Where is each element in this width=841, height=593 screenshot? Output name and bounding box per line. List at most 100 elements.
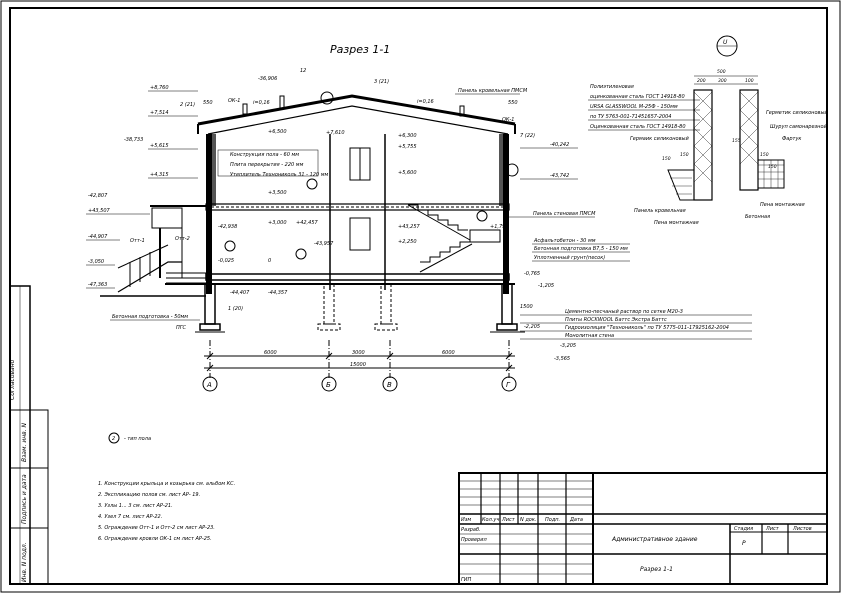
grid-axes: 6000 3000 6000 15000 А Б В Г: [202, 340, 517, 392]
dim-3000: 3000: [352, 350, 365, 356]
building-section: [165, 134, 515, 294]
mark-550-left: 550: [203, 100, 213, 106]
staircase: [407, 204, 501, 273]
level-mark: -2,205: [524, 324, 540, 330]
foundation-spec: Цементно-песчаный раствор по сетке М20-3…: [520, 309, 752, 340]
level-mark: -3,050: [88, 259, 104, 265]
spec-line: Монолитная стена: [565, 333, 614, 339]
spec-line: Плита перекрытия - 220 мм: [230, 162, 304, 168]
drawing-title: Разрез 1-1: [330, 43, 390, 56]
interior-level-marks: -36,906 +6,500 +7,610 +6,300 +5,755 +5,6…: [218, 76, 576, 362]
tb-header-ndok: N док.: [520, 517, 536, 523]
detail-dim: 150: [680, 152, 689, 158]
detail-dim: 150: [760, 152, 769, 158]
tb-sheets-header: Листов: [792, 526, 812, 532]
detail-label: Панель кровельная: [634, 208, 686, 214]
level-mark: -1,205: [538, 283, 554, 289]
tb-header-podp: Подп.: [545, 517, 560, 523]
level-mark: +3,500: [268, 190, 287, 196]
legend-text: - тип пола: [124, 436, 151, 442]
level-mark: -44,357: [268, 290, 288, 296]
level-mark: -47,363: [88, 282, 107, 288]
porch: [100, 205, 206, 297]
level-mark: -38,733: [124, 137, 143, 143]
note: 2. Экспликацию полов см. лист АР- 19.: [98, 492, 200, 498]
level-mark: +7,514: [150, 110, 169, 116]
ots2-label: Отт-2: [175, 236, 190, 242]
concrete-prep-label: Бетонная подготовка - 50мм: [112, 314, 188, 320]
dim-6000-a: 6000: [264, 350, 277, 356]
level-mark: +6,500: [268, 129, 287, 135]
level-mark: +1,790: [490, 224, 509, 230]
level-mark: +43,507: [88, 208, 111, 214]
tb-role-gip: ГИП: [461, 577, 472, 583]
mark-1-20: 1 (20): [228, 306, 243, 312]
level-mark: +2,250: [398, 239, 417, 245]
floor-spec: Асфальтобетон - 30 мм Бетонная подготовк…: [532, 238, 630, 262]
spec-line: Гидроизоляция "Технониколь" по ТУ 5775-0…: [565, 325, 729, 331]
spec-line: Уплотненный грунт(песок): [534, 255, 605, 261]
level-mark: +5,615: [150, 143, 169, 149]
stamp-agreed: Согласовано: [9, 359, 16, 400]
tb-header-list: Лист: [501, 517, 516, 523]
pgs-label: ПГС: [176, 325, 187, 331]
spec-line: Плиты ROCKWOOL Баттс Экстра Баттс: [565, 317, 667, 323]
level-mark: -0,765: [524, 271, 540, 277]
slope-left: i=0,16: [253, 100, 270, 106]
detail-spec: оцинкованная сталь ГОСТ 14918-80: [590, 94, 685, 100]
mark-12: 12: [300, 68, 306, 74]
note: 3. Узлы 1... 3 см. лист АР-21.: [98, 503, 173, 509]
tb-building: Административное здание: [611, 536, 698, 543]
spec-line: Утеплитель Технониколь 31 - 120 мм: [230, 172, 328, 178]
level-mark: -36,906: [258, 76, 277, 82]
level-mark: +5,755: [398, 144, 417, 150]
detail-label: Пена монтажная: [654, 220, 699, 226]
dim-6000-b: 6000: [442, 350, 455, 356]
note: 1. Конструкции крыльца и козырька см. ал…: [98, 481, 235, 487]
level-mark: -43,957: [314, 241, 334, 247]
spec-line: Конструкция пола - 60 мм: [230, 152, 299, 158]
detail-spec: по ТУ 5763-001-71451657-2004: [590, 114, 671, 120]
detail-label: Фартук: [782, 136, 801, 142]
level-mark: +7,610: [326, 130, 345, 136]
axis-v: В: [387, 381, 392, 389]
dim-15000: 15000: [350, 362, 366, 368]
notes: 1. Конструкции крыльца и козырька см. ал…: [98, 481, 235, 542]
mark-550-right: 550: [508, 100, 518, 106]
tb-role-checker: Проверил: [461, 537, 487, 543]
stamp-inventory: Инв. N подл.: [21, 542, 28, 582]
level-mark: -44,407: [230, 290, 250, 296]
mark-7-22: 7 (22): [520, 133, 535, 139]
tb-stage-header: Стадия: [734, 526, 753, 532]
level-mark: -0,025: [218, 258, 234, 264]
stamp-replace: Взам. инв. N: [21, 423, 28, 462]
level-mark: -42,938: [218, 224, 237, 230]
axis-g: Г: [506, 381, 511, 389]
note: 4. Узел 7 см. лист АР-22.: [98, 514, 162, 520]
title-block: Изм Кол.уч Лист N док. Подп. Дата Разраб…: [458, 472, 828, 585]
roof-panel-label: Панель кровельная ПМСМ: [458, 88, 528, 94]
level-mark: +5,600: [398, 170, 417, 176]
level-mark: -44,907: [88, 234, 108, 240]
note: 5. Ограждение Отт-1 и Отт-2 см лист АР-2…: [98, 525, 215, 531]
detail-label: Гермаик силиконовый: [630, 136, 689, 142]
level-mark: -3,205: [560, 343, 576, 349]
detail-spec: URSA GLASSWOOL М-25Ф - 150мм: [590, 104, 678, 110]
tb-sheet-header: Лист: [765, 526, 780, 532]
level-mark: +3,000: [268, 220, 287, 226]
tb-role-author: Разраб.: [461, 527, 481, 533]
detail-label: Пена монтажная: [760, 202, 805, 208]
legend-marker: 2: [112, 436, 115, 442]
ok1-left: ОК-1: [228, 98, 240, 104]
level-mark: +43,257: [398, 224, 421, 230]
detail-spec: Полиэтиленовая: [590, 84, 634, 90]
tb-header-data: Дата: [569, 517, 583, 523]
wall-panel-label: Панель стеновая ПМСМ: [533, 211, 596, 217]
left-level-marks: +8,760 +7,514 -38,733 +5,615 +4,315 -42,…: [86, 85, 198, 289]
spec-line: Бетонная подготовка В7,5 - 150 мм: [534, 246, 628, 252]
detail-dim: 150: [768, 164, 777, 170]
floor-type-legend: 2 - тип пола: [108, 432, 151, 444]
level-mark: -43,742: [550, 173, 569, 179]
